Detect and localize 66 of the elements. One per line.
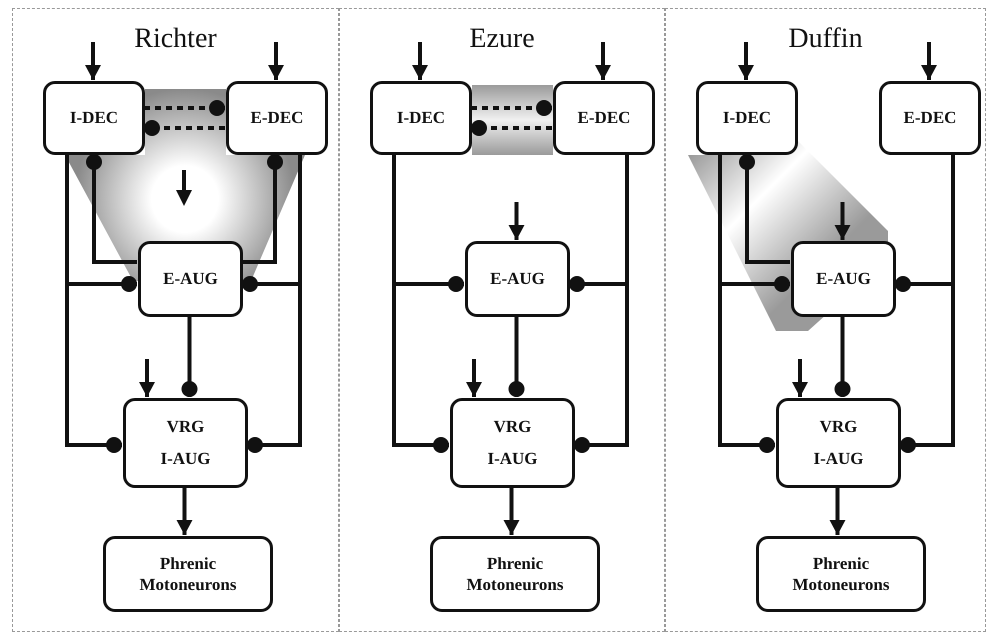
inhibitory-connection [900, 154, 955, 453]
node-label: I-AUG [487, 449, 538, 469]
inhibitory-connection [242, 154, 283, 264]
input-arrow [792, 359, 808, 397]
input-arrow [595, 42, 611, 80]
node-label: VRG [166, 417, 204, 437]
panel-title: Richter [134, 23, 217, 54]
node-label: E-DEC [578, 108, 630, 128]
inhibitory-connection [574, 154, 629, 453]
inhibitory-connection [86, 154, 137, 264]
node-label: VRG [820, 417, 858, 437]
motoneuron-box [103, 536, 273, 612]
inhibitory-connection [144, 120, 225, 136]
inhibitory-connection [247, 154, 302, 453]
input-arrow [738, 42, 754, 80]
node-label: I-DEC [70, 108, 118, 128]
neuron-box [226, 81, 328, 155]
neuron-box [879, 81, 981, 155]
node-label: I-AUG [813, 449, 864, 469]
inhibitory-connection [65, 154, 122, 453]
neuron-box [43, 81, 145, 155]
input-arrow [139, 359, 155, 397]
connector-arrow [176, 487, 192, 535]
node-label: VRG [494, 417, 532, 437]
input-arrow [412, 42, 428, 80]
connector-arrow [504, 487, 520, 535]
panel-title: Duffin [788, 23, 863, 54]
node-label: I-DEC [396, 108, 446, 128]
neuron-box [791, 241, 896, 317]
neuron-box [553, 81, 655, 155]
input-arrow [466, 359, 482, 397]
inhibitory-connection [718, 154, 775, 453]
neuron-box [138, 241, 243, 317]
input-arrow [834, 202, 850, 240]
panel-title: Ezure [469, 23, 535, 54]
neuron-box [450, 398, 575, 488]
inhibitory-connection [182, 316, 198, 397]
inhibitory-connection [392, 154, 449, 453]
motoneuron-box [430, 536, 600, 612]
input-arrow [268, 42, 284, 80]
node-label: E-AUG [816, 269, 871, 289]
neuron-box [776, 398, 901, 488]
neuron-box [696, 81, 798, 155]
inhibitory-connection [508, 316, 524, 397]
inhibitory-connection [471, 120, 552, 136]
node-label: E-DEC [250, 108, 304, 128]
inhibitory-connection [739, 154, 790, 264]
connector-arrow [830, 487, 846, 535]
neuron-box [123, 398, 248, 488]
motoneuron-box [756, 536, 926, 612]
node-label: Phrenic Motoneurons [466, 552, 564, 596]
input-arrow [85, 42, 101, 80]
neuron-box [465, 241, 570, 317]
node-label: Phrenic Motoneurons [138, 552, 238, 596]
input-arrow [508, 202, 524, 240]
inhibitory-connection [144, 100, 225, 116]
node-label: Phrenic Motoneurons [792, 552, 890, 596]
node-label: I-DEC [722, 108, 772, 128]
node-label: E-AUG [163, 269, 218, 289]
inhibitory-connection [834, 316, 850, 397]
node-label: E-DEC [904, 108, 956, 128]
inhibitory-connection [471, 100, 552, 116]
input-arrow [921, 42, 937, 80]
node-label: E-AUG [490, 269, 545, 289]
neuron-box [370, 81, 472, 155]
node-label: I-AUG [160, 449, 211, 469]
